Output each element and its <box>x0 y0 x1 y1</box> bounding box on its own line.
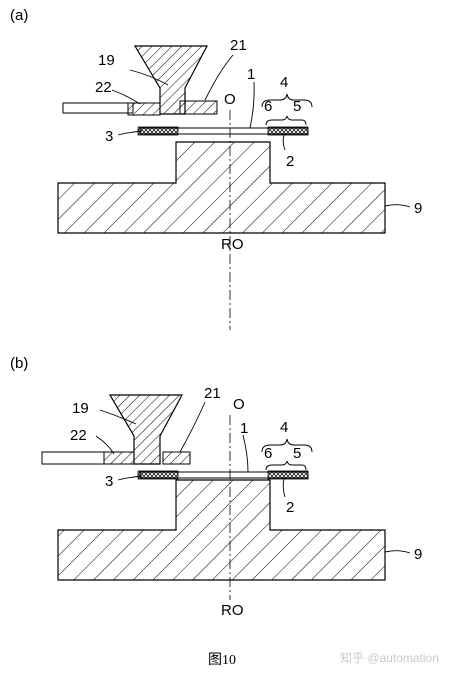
leader-2 <box>282 134 286 151</box>
leader-19 <box>99 409 137 425</box>
leader-22 <box>95 435 115 455</box>
leader-3 <box>117 130 143 136</box>
layer-3 <box>137 470 179 480</box>
label-3: 3 <box>105 128 113 145</box>
element-2 <box>267 470 309 480</box>
label-3: 3 <box>105 473 113 490</box>
label-19: 19 <box>72 400 89 417</box>
left-bar <box>62 102 134 114</box>
element-2 <box>267 126 309 136</box>
leader-2 <box>282 478 286 498</box>
ring-22-left <box>103 451 135 465</box>
panel-b-label: (b) <box>10 355 28 372</box>
label-1: 1 <box>240 420 248 437</box>
leader-1 <box>242 434 249 473</box>
tool-head-19 <box>133 45 208 115</box>
leader-19 <box>129 69 169 86</box>
label-19: 19 <box>98 52 115 69</box>
leader-22 <box>111 89 141 105</box>
label-axis-o: O <box>233 396 245 413</box>
label-21: 21 <box>204 385 221 402</box>
label-axis-o: O <box>224 91 236 108</box>
brace-6-5 <box>265 460 307 471</box>
label-axis-ro: RO <box>221 602 244 619</box>
label-9: 9 <box>414 200 422 217</box>
tool-head-19 <box>108 394 184 465</box>
label-1: 1 <box>247 66 255 83</box>
figure-caption: 图10 <box>208 653 236 668</box>
watermark-text: 知乎 @automation <box>340 651 439 665</box>
label-6: 6 <box>264 445 272 462</box>
panel-a-label: (a) <box>10 7 28 24</box>
base-block <box>57 141 386 234</box>
base-block <box>57 479 386 581</box>
label-22: 22 <box>95 79 112 96</box>
label-9: 9 <box>414 546 422 563</box>
leader-1 <box>249 81 255 129</box>
ring-22-left <box>127 102 161 116</box>
panel-a: (a) 19 21 22 O <box>10 7 422 330</box>
brace-6-5 <box>265 115 307 126</box>
label-6: 6 <box>264 98 272 115</box>
left-bar <box>41 451 105 465</box>
layer-3 <box>137 126 179 136</box>
label-2: 2 <box>286 499 294 516</box>
leader-9 <box>384 204 411 208</box>
leader-21 <box>204 54 234 101</box>
label-2: 2 <box>286 153 294 170</box>
brace-4 <box>261 438 313 453</box>
leader-9 <box>384 550 411 554</box>
panel-b: (b) 19 21 22 O <box>10 355 422 619</box>
brace-4 <box>261 93 313 108</box>
leader-3 <box>117 475 143 481</box>
label-5: 5 <box>293 98 301 115</box>
ring-21-right <box>162 451 191 465</box>
label-5: 5 <box>293 445 301 462</box>
label-4: 4 <box>280 419 288 436</box>
label-axis-ro: RO <box>221 236 244 253</box>
label-4: 4 <box>280 74 288 91</box>
label-21: 21 <box>230 37 247 54</box>
leader-21 <box>179 401 206 453</box>
label-22: 22 <box>70 427 87 444</box>
